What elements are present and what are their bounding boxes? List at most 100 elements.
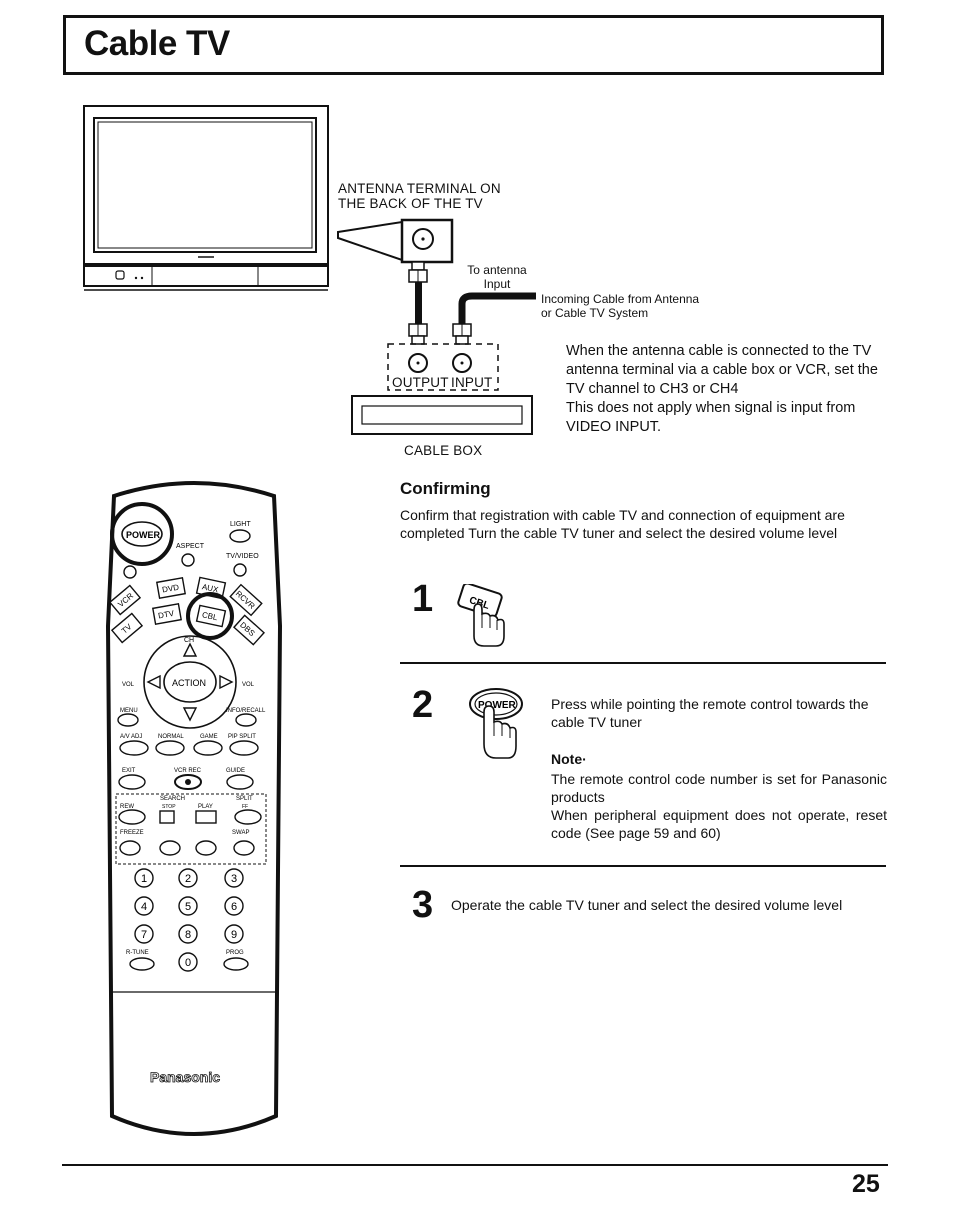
info-recall-button [235, 713, 257, 727]
input-label: INPUT [451, 375, 493, 390]
swap-button [233, 840, 255, 856]
to-antenna-label: To antenna Input [462, 263, 532, 291]
incoming-line2: or Cable TV System [541, 306, 649, 320]
step-3-number: 3 [412, 884, 434, 926]
divider-1 [400, 662, 886, 664]
tv-illustration [83, 105, 329, 291]
menu-button [117, 713, 139, 727]
digit-3: 3 [231, 873, 237, 885]
swap-label: SWAP [232, 830, 249, 836]
normal-label: NORMAL [158, 734, 184, 740]
incoming-line1: Incoming Cable from Antenna [541, 292, 700, 306]
stop-button [159, 810, 175, 824]
page-title: Cable TV [84, 24, 230, 63]
ch-down-arrow [182, 707, 198, 722]
mode-buttons: VCR DVD AUX RCVR TV DTV CBL DBS [108, 576, 266, 646]
rew-button [118, 809, 146, 825]
step-2-text: Press while pointing the remote control … [551, 696, 869, 730]
title-box: Cable TV [63, 15, 884, 75]
ch-down-small-button [159, 840, 181, 856]
to-antenna-line2: Input [483, 277, 511, 291]
step-1-number: 1 [412, 578, 434, 620]
mode-aux: AUX [201, 582, 220, 594]
digit-4: 4 [141, 901, 147, 913]
connection-info-text: When the antenna cable is connected to t… [566, 343, 878, 435]
antenna-terminal [337, 218, 454, 264]
keypad: 1 2 3 4 5 6 7 8 9 0 [134, 868, 244, 972]
vol-up-arrow [219, 674, 234, 690]
nav-ring [143, 635, 237, 729]
aspect-label: ASPECT [176, 543, 205, 550]
note-text: The remote control code number is set fo… [551, 771, 887, 841]
step-2-number: 2 [412, 684, 434, 726]
incoming-cable-label: Incoming Cable from Antenna or Cable TV … [541, 292, 699, 320]
connection-diagram [83, 105, 536, 435]
info-recall-label: INFO/RECALL [226, 708, 266, 714]
tv-video-button [233, 563, 247, 577]
step-2-button-label: POWER [478, 700, 517, 711]
step-3-text: Operate the cable TV tuner and select th… [451, 897, 843, 913]
freeze-button [119, 840, 141, 856]
digit-8: 8 [185, 929, 191, 941]
power-highlight-circle [110, 502, 174, 566]
cable-box [351, 395, 533, 435]
ch-up-arrow [182, 642, 198, 657]
confirming-heading: Confirming [400, 479, 491, 498]
digit-1: 1 [141, 873, 147, 885]
r-tune-label: R-TUNE [126, 950, 149, 956]
menu-label: MENU [120, 708, 138, 714]
digit-2: 2 [185, 873, 191, 885]
pip-split-button [229, 740, 259, 756]
exit-label: EXIT [122, 768, 136, 774]
step-2-power-press-illustration: POWER [469, 688, 523, 759]
cbl-highlight-circle [186, 592, 234, 640]
incoming-cable [452, 292, 536, 345]
action-label: ACTION [172, 678, 206, 688]
note-heading: Note· [551, 751, 587, 767]
confirming-text: Confirm that registration with cable TV … [400, 507, 845, 541]
guide-label: GUIDE [226, 768, 245, 774]
vcr-panel [115, 793, 267, 865]
step-1-cbl-press-illustration: CBL [457, 584, 505, 647]
play-button [195, 810, 217, 824]
prog-label: PROG [226, 950, 244, 956]
antenna-label-line2: THE BACK OF THE TV [338, 196, 483, 211]
footer-rule [62, 1164, 888, 1166]
digit-7: 7 [141, 929, 147, 941]
ff-button [234, 809, 262, 825]
digit-9: 9 [231, 929, 237, 941]
cable-to-antenna [408, 261, 428, 345]
vcr-rec-button [174, 774, 202, 790]
remote-control: POWER ASPECT LIGHT TV/VIDEO VCR DVD AUX … [105, 481, 283, 1136]
light-label: LIGHT [230, 521, 251, 528]
stop-label: STOP [162, 804, 176, 810]
digit-6: 6 [231, 901, 237, 913]
cable-box-label: CABLE BOX [404, 443, 483, 458]
pip-split-label: PIP SPLIT [228, 734, 256, 740]
aspect-button [181, 553, 195, 567]
ch-up-small-button [195, 840, 217, 856]
av-adj-button [119, 740, 149, 756]
power-button [121, 521, 163, 547]
digit-0: 0 [185, 957, 191, 969]
vol-down-arrow [146, 674, 161, 690]
split-label: SPLIT [236, 796, 253, 802]
brand-logo: Panasonic [150, 1069, 220, 1085]
ch-label: CH [184, 637, 194, 644]
game-button [193, 740, 223, 756]
page-number: 25 [852, 1170, 880, 1198]
mode-dtv: DTV [157, 609, 175, 621]
av-adj-label: A/V ADJ [120, 734, 142, 740]
action-button [163, 661, 217, 703]
game-label: GAME [200, 734, 218, 740]
freeze-label: FREEZE [120, 830, 144, 836]
divider-2 [400, 865, 886, 867]
output-label: OUTPUT [392, 375, 449, 390]
mode-cbl: CBL [201, 610, 219, 622]
play-label: PLAY [198, 804, 213, 810]
light-button [229, 529, 251, 543]
prog-button [223, 957, 249, 971]
r-tune-button [129, 957, 155, 971]
digit-5: 5 [185, 901, 191, 913]
vol-right-label: VOL [242, 682, 255, 688]
